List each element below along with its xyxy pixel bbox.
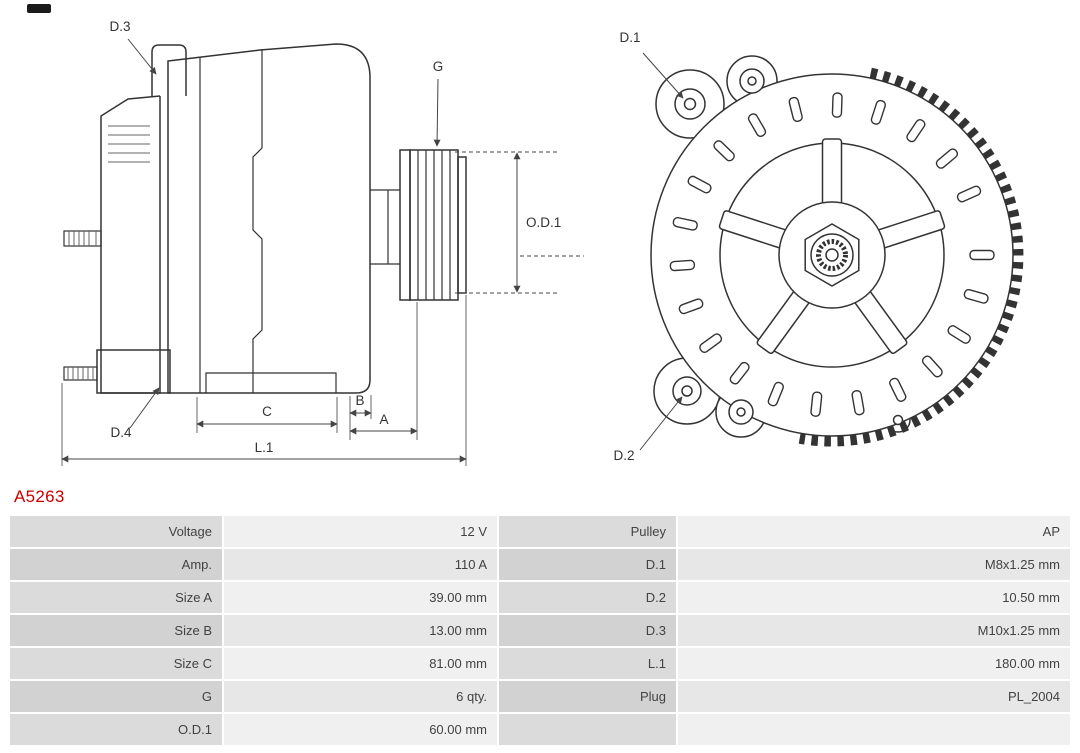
spec-label: G <box>10 681 222 712</box>
spec-value: 13.00 mm <box>224 615 497 646</box>
body-joint-line-2 <box>252 49 263 393</box>
stator-teeth <box>798 67 1024 447</box>
side-view: G O.D.1 D.3 D.4 C B A L.1 <box>61 19 584 466</box>
g-leader-line <box>433 78 441 147</box>
hole-bottom-center <box>736 407 746 417</box>
spec-label: Amp. <box>10 549 222 580</box>
dim-label-d4: D.4 <box>110 425 132 440</box>
spec-row: Size C 81.00 mm L.1 180.00 mm <box>10 648 1070 679</box>
rear-bracket-outline <box>100 95 161 394</box>
part-number: A5263 <box>14 487 65 506</box>
spec-value: 12 V <box>224 516 497 547</box>
d4-leader-line <box>129 387 160 429</box>
spec-row: Voltage 12 V Pulley AP <box>10 516 1070 547</box>
spec-row: Amp. 110 A D.1 M8x1.25 mm <box>10 549 1070 580</box>
spec-label: D.2 <box>499 582 676 613</box>
spec-row: Size B 13.00 mm D.3 M10x1.25 mm <box>10 615 1070 646</box>
vent-slots <box>669 92 995 417</box>
spec-label: Voltage <box>10 516 222 547</box>
pulley-left-flange <box>399 149 411 301</box>
alternator-body-outline <box>167 43 371 394</box>
spec-label: Size C <box>10 648 222 679</box>
bolt-thread-hatch <box>67 367 94 380</box>
spec-table: Voltage 12 V Pulley AP Amp. 110 A D.1 M8… <box>10 516 1070 745</box>
extension-lines <box>61 295 467 466</box>
stud-thread-hatch <box>68 231 97 246</box>
od1-extension-dashed <box>455 151 560 294</box>
spec-value: AP <box>678 516 1070 547</box>
spec-value: 180.00 mm <box>678 648 1070 679</box>
pulley-grooves <box>417 150 451 300</box>
mounting-lug <box>96 349 171 394</box>
shaft-nut <box>804 223 860 287</box>
pulley-right-flange <box>457 156 467 294</box>
spec-value <box>678 714 1070 745</box>
spec-value: 110 A <box>224 549 497 580</box>
terminal-stud <box>63 230 102 247</box>
spec-label: Size A <box>10 582 222 613</box>
spokes <box>718 138 946 354</box>
spec-label <box>499 714 676 745</box>
spec-label: D.1 <box>499 549 676 580</box>
technical-drawing: G O.D.1 D.3 D.4 C B A L.1 <box>61 19 1024 466</box>
spec-row: G 6 qty. Plug PL_2004 <box>10 681 1070 712</box>
front-view: D.1 D.2 <box>613 30 1024 463</box>
hole-d2-center <box>681 385 693 397</box>
dim-label-g: G <box>433 59 444 74</box>
hole-tab <box>892 414 904 426</box>
spec-label: Plug <box>499 681 676 712</box>
spec-value: PL_2004 <box>678 681 1070 712</box>
rear-bracket-fins <box>108 125 150 163</box>
shaft <box>370 189 400 265</box>
spec-value: 6 qty. <box>224 681 497 712</box>
lug-bolt <box>63 366 98 381</box>
dim-label-d3: D.3 <box>109 19 130 34</box>
logo-fragment-icon <box>27 4 51 13</box>
body-bottom-boss <box>205 372 337 393</box>
spec-label: Size B <box>10 615 222 646</box>
spec-row: O.D.1 60.00 mm <box>10 714 1070 745</box>
spec-row: Size A 39.00 mm D.2 10.50 mm <box>10 582 1070 613</box>
dim-label-od1: O.D.1 <box>526 215 561 230</box>
d1-leader-line <box>642 52 684 99</box>
d3-leader-line <box>127 38 157 75</box>
spec-value: 81.00 mm <box>224 648 497 679</box>
spec-value: 39.00 mm <box>224 582 497 613</box>
shaft-center <box>825 248 839 262</box>
dim-label-l1: L.1 <box>255 440 274 455</box>
spec-label: O.D.1 <box>10 714 222 745</box>
dim-label-a: A <box>379 412 388 427</box>
dim-label-d2: D.2 <box>613 448 634 463</box>
spec-value: 60.00 mm <box>224 714 497 745</box>
spec-value: 10.50 mm <box>678 582 1070 613</box>
dim-label-b: B <box>355 393 364 408</box>
spec-label: L.1 <box>499 648 676 679</box>
top-mounting-ear <box>151 44 187 96</box>
dim-label-c: C <box>262 404 272 419</box>
alternator-diagram-svg: G O.D.1 D.3 D.4 C B A L.1 <box>61 19 1024 466</box>
hole-top-center <box>747 76 757 86</box>
spec-value: M10x1.25 mm <box>678 615 1070 646</box>
dim-label-d1: D.1 <box>619 30 640 45</box>
hole-d1-center <box>683 97 697 111</box>
spec-label: Pulley <box>499 516 676 547</box>
d2-leader-line <box>639 396 683 451</box>
spec-label: D.3 <box>499 615 676 646</box>
spec-value: M8x1.25 mm <box>678 549 1070 580</box>
